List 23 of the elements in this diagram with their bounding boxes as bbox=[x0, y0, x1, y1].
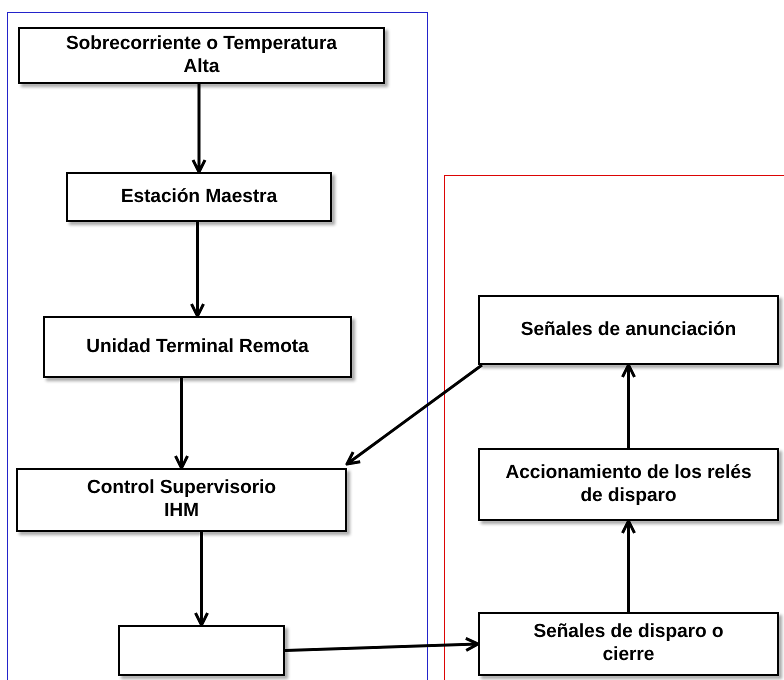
arrow bbox=[621, 364, 636, 448]
process-box bbox=[66, 172, 332, 222]
box-label: Accionamiento de los relés de disparo bbox=[504, 462, 753, 508]
process-box bbox=[16, 468, 347, 532]
arrow bbox=[194, 532, 209, 626]
arrow bbox=[174, 378, 189, 470]
box-label: Control Supervisorio IHM bbox=[86, 477, 277, 523]
box-label: Señales de disparo o cierre bbox=[532, 621, 725, 667]
box-label: Unidad Terminal Remota bbox=[86, 336, 309, 358]
process-box bbox=[478, 612, 779, 676]
process-box bbox=[18, 27, 385, 84]
arrow bbox=[346, 364, 483, 466]
arrow bbox=[192, 84, 206, 174]
box-label: Estación Maestra bbox=[120, 186, 278, 208]
box-label: Sobrecorriente o Temperatura Alta bbox=[64, 32, 338, 78]
process-box bbox=[478, 295, 779, 365]
box-label: Señales de anunciación bbox=[520, 318, 736, 342]
arrow bbox=[621, 520, 636, 612]
process-box bbox=[478, 448, 779, 521]
empty-box bbox=[118, 625, 285, 676]
arrow bbox=[190, 222, 205, 318]
process-box bbox=[43, 316, 352, 378]
arrow bbox=[284, 636, 480, 652]
